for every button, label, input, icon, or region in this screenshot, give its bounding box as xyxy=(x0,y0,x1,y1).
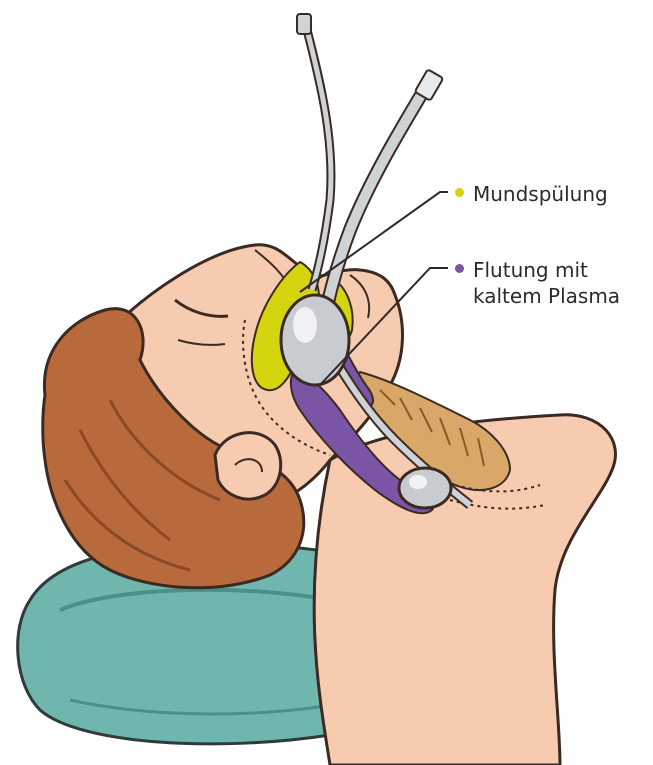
ear xyxy=(215,433,281,499)
label-plasma: Flutung mit kaltem Plasma xyxy=(455,257,620,309)
label-mouthwash: Mundspülung xyxy=(455,181,608,207)
label-plasma-line2: kaltem Plasma xyxy=(455,283,620,309)
label-mouthwash-text: Mundspülung xyxy=(473,182,608,206)
label-plasma-line1: Flutung mit xyxy=(473,258,588,282)
plasma-dot-icon xyxy=(455,264,464,273)
mouthwash-dot-icon xyxy=(455,188,464,197)
